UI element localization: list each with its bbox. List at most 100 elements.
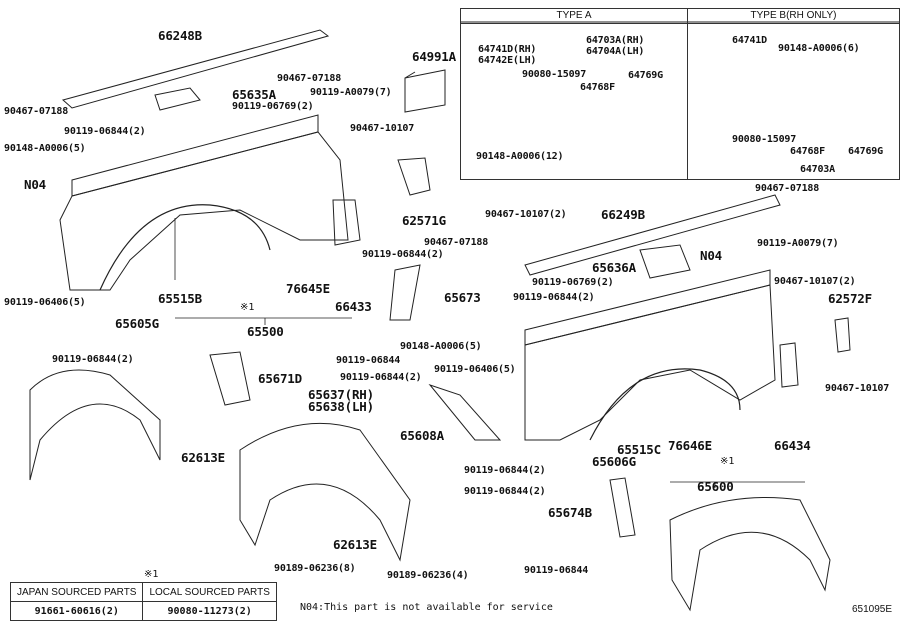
label-90119-06844-2-b: 90119-06844(2): [362, 249, 444, 260]
label-66434: 66434: [774, 438, 811, 453]
service-note: N04:This part is not available for servi…: [300, 602, 553, 613]
footnote-marker-right: ※1: [720, 456, 735, 467]
label-90119-a0079-7-a: 90119-A0079(7): [310, 87, 392, 98]
label-65608a: 65608A: [400, 428, 444, 443]
label-62572f: 62572F: [828, 291, 872, 306]
part-65636a: [639, 244, 691, 279]
label-64741d: 64741D: [732, 35, 767, 46]
label-90467-10107-b: 90467-10107: [825, 383, 890, 394]
label-90189-06236-4: 90189-06236(4): [387, 570, 469, 581]
label-65638-lh: 65638(LH): [308, 399, 374, 414]
label-64768f-b: 64768F: [790, 146, 825, 157]
label-90148-a0006-6: 90148-A0006(6): [778, 43, 860, 54]
label-66433: 66433: [335, 299, 372, 314]
liner-right: [669, 497, 831, 612]
label-90119-06844-2-c: 90119-06844(2): [52, 354, 134, 365]
label-90119-06406-5-b: 90119-06406(5): [434, 364, 516, 375]
footnote-marker-left: ※1: [240, 302, 255, 313]
liner-65637: [239, 422, 411, 562]
label-65637-rh: 65637(RH): [308, 387, 374, 402]
table-header-row: JAPAN SOURCED PARTS LOCAL SOURCED PARTS: [9, 582, 277, 602]
label-90467-07188-4: 90467-07188: [424, 237, 489, 248]
label-90119-06844-a: 90119-06844: [336, 355, 401, 366]
label-65606g: 65606G: [592, 454, 636, 469]
label-90467-10107-a: 90467-10107: [350, 123, 415, 134]
label-62613e-a: 62613E: [181, 450, 225, 465]
bed-side-right: [524, 284, 776, 441]
part-62571g: [397, 157, 431, 196]
label-90119-06844-b: 90119-06844: [524, 565, 589, 576]
label-n04-left: N04: [24, 177, 46, 192]
label-64703a-b: 64703A: [800, 164, 835, 175]
rail-66249b: [524, 194, 781, 276]
label-65605g: 65605G: [115, 316, 159, 331]
part-65608a: [428, 383, 502, 441]
label-64704a-lh: 64704A(LH): [586, 46, 645, 57]
table-row: 91661-60616(2) 90080-11273(2): [9, 601, 277, 621]
label-64741d-rh: 64741D(RH): [478, 44, 537, 55]
label-64742e-lh: 64742E(LH): [478, 55, 537, 66]
label-76645e: 76645E: [286, 281, 330, 296]
label-90080-15097-a: 90080-15097: [522, 69, 587, 80]
sourced-parts-table: JAPAN SOURCED PARTS LOCAL SOURCED PARTS …: [9, 582, 277, 621]
label-65671d: 65671D: [258, 371, 302, 386]
label-64769g-b: 64769G: [848, 146, 883, 157]
rail-66248b: [61, 29, 330, 109]
header-local-sourced: LOCAL SOURCED PARTS: [142, 582, 277, 602]
label-90080-15097-b: 90080-15097: [732, 134, 797, 145]
type-b-title: TYPE B(RH ONLY): [750, 10, 837, 21]
label-66248b: 66248B: [158, 28, 202, 43]
label-64703a-rh: 64703A(RH): [586, 35, 645, 46]
label-62613e-b: 62613E: [333, 537, 377, 552]
liner-left: [29, 369, 161, 481]
label-90189-06236-8: 90189-06236(8): [274, 563, 356, 574]
type-a-title: TYPE A: [556, 10, 592, 21]
part-66433: [332, 199, 361, 246]
label-90148-a0006-12: 90148-A0006(12): [476, 151, 564, 162]
figure-code: 651095E: [852, 604, 893, 615]
label-64768f-a: 64768F: [580, 82, 615, 93]
part-65674b: [609, 477, 636, 538]
part-66434: [779, 342, 799, 388]
label-64991a: 64991A: [412, 49, 456, 64]
label-90119-06769-2: 90119-06769(2): [232, 101, 314, 112]
label-90467-10107-2-b: 90467-10107(2): [774, 276, 856, 287]
label-65515c: 65515C: [617, 442, 661, 457]
label-90119-06844-2-e: 90119-06844(2): [513, 292, 595, 303]
table-footnote-marker: ※1: [144, 569, 159, 580]
fender-arch-left: [99, 204, 271, 291]
label-n04-right: N04: [700, 248, 722, 263]
label-65635a: 65635A: [232, 87, 276, 102]
part-65635a: [154, 87, 201, 111]
label-90119-06406-5-a: 90119-06406(5): [4, 297, 86, 308]
bed-side-left: [59, 131, 349, 291]
label-90119-06844-2-d: 90119-06844(2): [340, 372, 422, 383]
label-90119-06769-2-b: 90119-06769(2): [532, 277, 614, 288]
fender-arch-right: [589, 368, 741, 441]
value-japan-sourced: 91661-60616(2): [9, 601, 144, 621]
label-65600: 65600: [697, 479, 734, 494]
part-62572f: [834, 317, 851, 353]
label-90148-a0006-5-a: 90148-A0006(5): [4, 143, 86, 154]
header-japan-sourced: JAPAN SOURCED PARTS: [9, 582, 144, 602]
part-64991a: [404, 69, 446, 113]
part-65671d: [209, 351, 251, 406]
label-65500: 65500: [247, 324, 284, 339]
label-90119-06844-2-f: 90119-06844(2): [464, 465, 546, 476]
label-90119-06844-2-g: 90119-06844(2): [464, 486, 546, 497]
label-90119-a0079-7-b: 90119-A0079(7): [757, 238, 839, 249]
label-65673: 65673: [444, 290, 481, 305]
label-90467-07188-1: 90467-07188: [277, 73, 342, 84]
value-local-sourced: 90080-11273(2): [142, 601, 277, 621]
label-90467-07188-2: 90467-07188: [4, 106, 69, 117]
part-65673: [389, 264, 421, 321]
label-90119-06844-2-a: 90119-06844(2): [64, 126, 146, 137]
label-65674b: 65674B: [548, 505, 592, 520]
label-65636a: 65636A: [592, 260, 636, 275]
label-65515b: 65515B: [158, 291, 202, 306]
label-90467-07188-3: 90467-07188: [755, 183, 820, 194]
label-90467-10107-2-a: 90467-10107(2): [485, 209, 567, 220]
label-90148-a0006-5-b: 90148-A0006(5): [400, 341, 482, 352]
label-64769g-a: 64769G: [628, 70, 663, 81]
